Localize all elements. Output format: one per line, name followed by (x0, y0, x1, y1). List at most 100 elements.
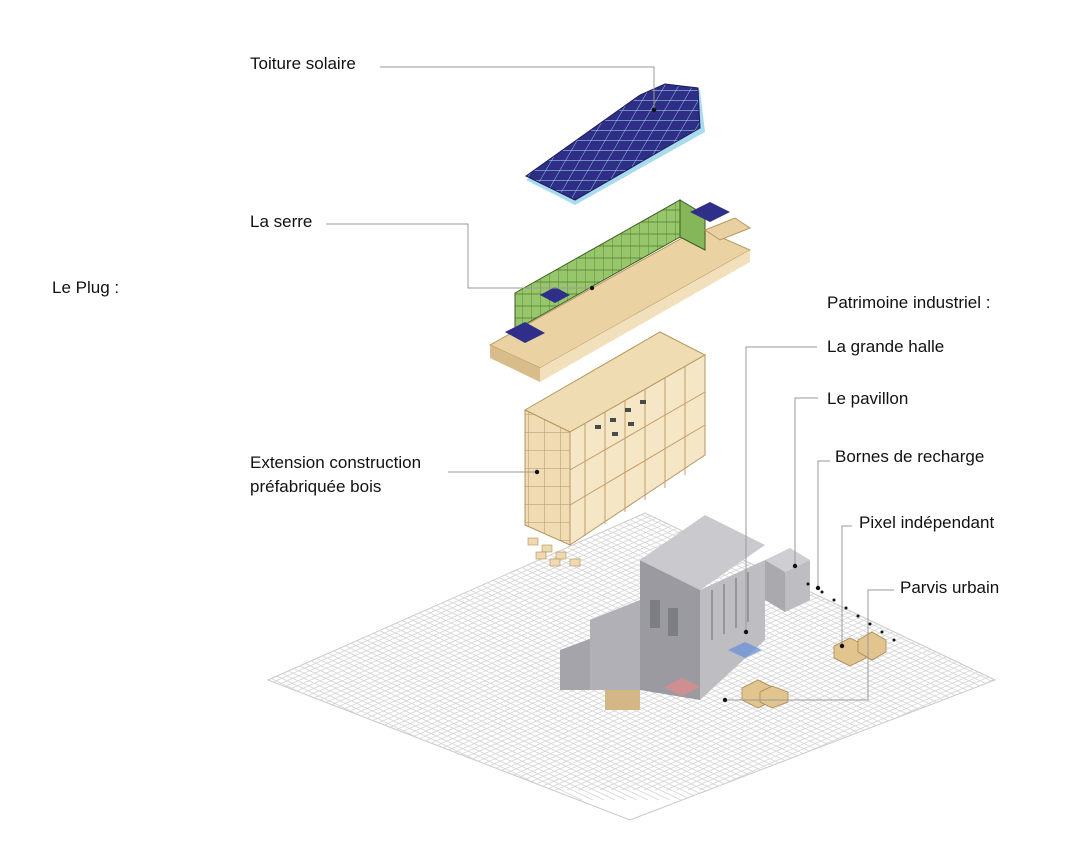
grid-line (848, 513, 995, 801)
grid-line (268, 513, 836, 801)
grid-line (709, 513, 995, 791)
grid-line (837, 513, 995, 801)
grid-line (268, 513, 913, 791)
grid-line (958, 513, 995, 801)
grid-line (720, 513, 995, 791)
grid-line (1014, 420, 1080, 800)
grid-line (401, 513, 995, 791)
grid-line (268, 513, 957, 801)
grid-line (819, 513, 995, 791)
grid-line (0, 420, 186, 790)
grid-line (268, 513, 924, 791)
grid-line (268, 513, 880, 791)
grid-line (0, 420, 219, 800)
grid-line (268, 513, 902, 791)
grid-line (268, 513, 979, 801)
le-plug-label: Le Plug : (52, 278, 120, 297)
grid-line (268, 513, 616, 801)
leader-lines (326, 66, 894, 701)
grid-line (0, 420, 131, 800)
grid-line (0, 420, 241, 790)
grid-line (654, 513, 995, 791)
grid-line (0, 420, 131, 790)
timber-modules-ground (527, 537, 581, 567)
grid-line (0, 420, 263, 800)
patrimoine-industriel-label: Patrimoine industriel : (827, 293, 991, 312)
grid-line (419, 513, 995, 801)
grid-line (268, 513, 891, 801)
grid-line (379, 513, 995, 791)
grid-line (577, 513, 995, 791)
grid-line (632, 513, 995, 791)
grid-line (0, 420, 164, 790)
grid-line (896, 513, 995, 791)
toiture-solaire-label: Toiture solaire (250, 54, 356, 73)
grid-line (0, 420, 142, 800)
grid-line (268, 513, 902, 801)
grid-line (962, 513, 995, 791)
grid-line (0, 420, 230, 790)
le-pavillon-label: Le pavillon (827, 389, 909, 408)
grid-line (940, 513, 995, 791)
grid-line (859, 513, 995, 801)
grid-line (892, 513, 995, 801)
solar-roof (525, 83, 705, 205)
grid-line (0, 420, 219, 790)
grid-line (914, 513, 995, 801)
grid-line (268, 513, 968, 791)
grid-line (925, 513, 995, 801)
grid-line (268, 513, 627, 801)
grid-line (599, 513, 995, 791)
extension-label: Extension construction préfabriquée bois (250, 451, 421, 499)
grid-line (1003, 420, 1080, 800)
grid-line (1018, 420, 1080, 790)
grid-line (0, 420, 142, 790)
grid-line (969, 513, 995, 801)
grid-line (408, 513, 995, 801)
grid-line (0, 420, 197, 800)
extension-label-line1: Extension construction (250, 453, 422, 472)
grid-line (1058, 420, 1080, 800)
parvis-urbain-label: Parvis urbain (900, 578, 1000, 597)
grid-line (936, 513, 995, 801)
grid-line (676, 513, 995, 791)
grid-line (268, 513, 561, 801)
grid-line (588, 513, 995, 791)
grid-line (907, 513, 995, 791)
pixel-independant-label: Pixel indépendant (859, 513, 995, 532)
grid-line (268, 513, 638, 801)
grid-line (430, 513, 995, 801)
grid-line (0, 420, 153, 790)
grid-line (929, 513, 995, 791)
grid-line (0, 420, 230, 800)
extension-timber-structure (523, 331, 707, 546)
grid-line (665, 513, 995, 791)
grid-line (268, 513, 946, 801)
grid-line (621, 513, 995, 791)
grid-line (268, 513, 605, 801)
grid-line (268, 513, 869, 801)
greenhouse-level (488, 199, 752, 382)
grid-line (268, 513, 286, 801)
grid-line (346, 513, 995, 791)
grid-line (268, 513, 946, 791)
grid-line (1047, 420, 1080, 800)
grid-line (268, 513, 594, 801)
grid-line (390, 513, 995, 791)
grid-line (984, 513, 995, 791)
pavillon-building (765, 548, 810, 612)
grid-line (1029, 420, 1080, 790)
grid-line (268, 513, 275, 791)
grid-line (863, 513, 995, 791)
grid-line (0, 420, 263, 790)
grid-line (268, 513, 935, 801)
grid-line (0, 420, 208, 790)
bornes-de-recharge-label: Bornes de recharge (835, 447, 985, 466)
la-serre-label: La serre (250, 212, 313, 231)
grid-line (996, 420, 1080, 790)
grid-line (268, 513, 649, 801)
grid-line (268, 513, 880, 801)
grid-line (268, 513, 869, 791)
grid-line (397, 513, 995, 801)
